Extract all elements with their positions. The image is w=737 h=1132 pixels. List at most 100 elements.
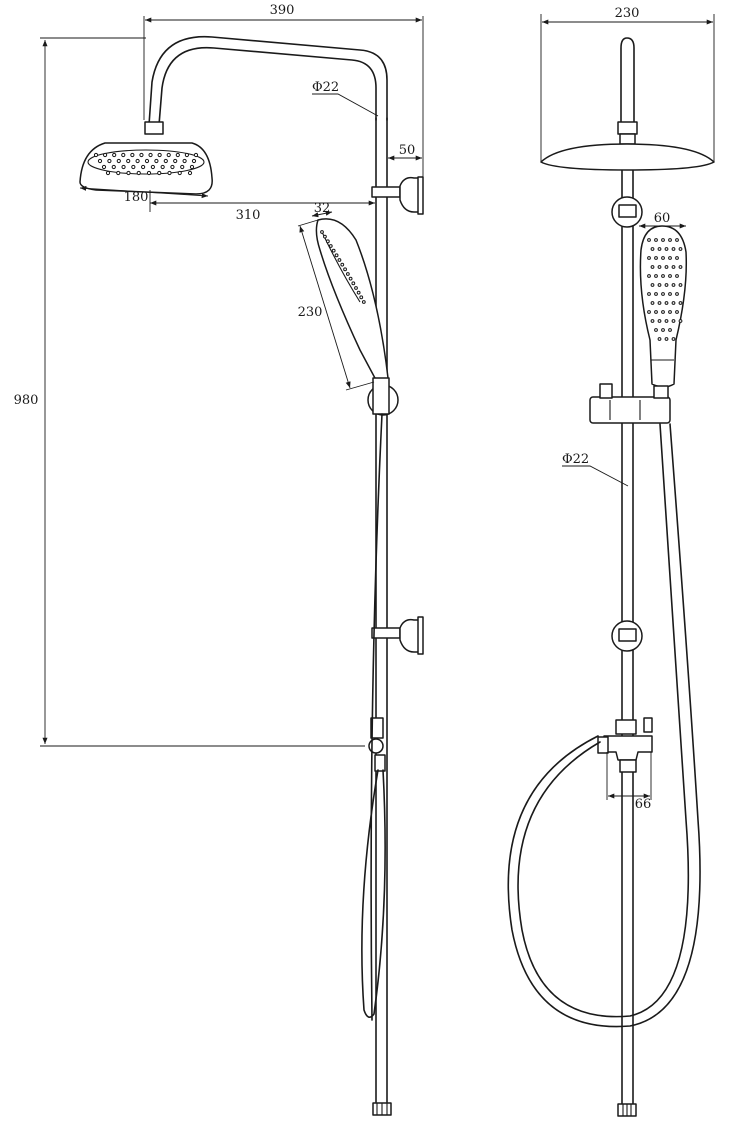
dim-total-height: 980	[14, 393, 39, 408]
nozzle-dot	[650, 265, 655, 269]
nozzle-dot	[664, 319, 669, 323]
nozzle-dot	[107, 158, 112, 164]
nozzle-dot	[97, 158, 103, 164]
nozzle-dot	[678, 301, 683, 305]
nozzle-dot	[177, 170, 182, 176]
nozzle-dot	[647, 310, 651, 314]
nozzle-dot	[661, 292, 665, 296]
nozzle-dot	[328, 244, 333, 248]
nozzle-dot	[112, 152, 117, 158]
nozzle-dot	[105, 170, 111, 176]
nozzle-dot	[650, 301, 655, 305]
nozzle-dot	[141, 164, 146, 170]
nozzle-dot	[340, 262, 345, 267]
side-upper-bracket	[371, 176, 424, 215]
nozzle-dot	[187, 170, 193, 176]
nozzle-dot	[102, 152, 108, 158]
nozzle-dot	[664, 283, 669, 287]
nozzle-dot	[154, 158, 159, 164]
nozzle-dot	[657, 319, 662, 323]
nozzle-dot	[116, 158, 121, 164]
nozzle-dot	[148, 152, 153, 158]
nozzle-dot	[157, 170, 162, 176]
nozzle-dot	[664, 301, 669, 305]
front-view: 230 60 Φ22 66	[507, 6, 715, 1117]
nozzle-dot	[668, 292, 672, 296]
nozzle-dot	[170, 164, 175, 170]
nozzle-dot	[654, 256, 658, 260]
nozzle-dot	[668, 274, 672, 278]
dim-hand-shower-length: 230	[298, 305, 323, 320]
nozzle-dot	[182, 158, 187, 164]
nozzle-dot	[121, 164, 126, 170]
nozzle-dot	[116, 170, 121, 176]
nozzle-dot	[166, 152, 171, 158]
nozzle-dot	[671, 247, 676, 251]
nozzle-dot	[135, 158, 140, 164]
nozzle-dot	[647, 292, 651, 296]
nozzle-dot	[664, 247, 669, 251]
dim-wall-offset: 50	[399, 143, 416, 158]
nozzle-dot	[661, 328, 665, 332]
nozzle-dot	[93, 152, 99, 158]
nozzle-dot	[121, 152, 126, 158]
dim-diverter-width: 66	[635, 797, 652, 812]
nozzle-dot	[144, 158, 150, 164]
nozzle-dot	[650, 319, 655, 323]
nozzle-dot	[675, 274, 679, 278]
side-rain-head	[79, 142, 213, 195]
side-view: 390 980 310 180 50 Φ22 230 32	[14, 3, 424, 1116]
nozzle-dot	[654, 292, 658, 296]
nozzle-dot	[664, 265, 669, 269]
nozzle-dot	[671, 337, 676, 341]
nozzle-dot	[180, 164, 185, 170]
nozzle-dot	[139, 152, 144, 158]
side-riser-pipe	[375, 117, 388, 1103]
front-slide-holder	[589, 383, 671, 424]
nozzle-dot	[668, 310, 672, 314]
nozzle-dot	[160, 164, 165, 170]
nozzle-dot	[678, 265, 683, 269]
nozzle-dot	[361, 300, 366, 304]
nozzle-dot	[163, 158, 168, 164]
nozzle-dot	[320, 230, 324, 234]
nozzle-dot	[671, 319, 676, 323]
side-shower-arm	[148, 35, 388, 126]
nozzle-dot	[671, 283, 676, 287]
nozzle-dot	[661, 310, 665, 314]
nozzle-dot	[668, 328, 672, 332]
front-hand-shower	[639, 225, 688, 388]
nozzle-dot	[668, 256, 672, 260]
nozzle-dot	[126, 158, 131, 164]
side-bottom-fitting	[372, 1102, 392, 1116]
nozzle-dot	[647, 274, 651, 278]
nozzle-dot	[650, 283, 655, 287]
front-top-arm	[617, 37, 638, 145]
nozzle-dot	[359, 295, 364, 300]
nozzle-dot	[654, 238, 658, 242]
nozzle-dot	[657, 283, 662, 287]
nozzle-dot	[334, 253, 339, 258]
nozzle-dot	[657, 301, 662, 305]
nozzle-dot	[193, 152, 199, 158]
nozzle-dot	[654, 328, 658, 332]
nozzle-dot	[657, 247, 662, 251]
nozzle-dot	[343, 267, 347, 272]
nozzle-dot	[130, 152, 135, 158]
nozzle-dot	[354, 286, 358, 290]
front-upper-bracket	[611, 196, 643, 228]
nozzle-dot	[175, 152, 180, 158]
nozzle-dot	[351, 281, 356, 286]
nozzle-dot	[675, 292, 679, 296]
nozzle-dot	[348, 276, 353, 281]
front-diverter	[597, 717, 653, 773]
nozzle-dot	[101, 164, 107, 170]
nozzle-dot	[661, 256, 665, 260]
nozzle-dot	[647, 256, 651, 260]
side-hand-shower	[315, 218, 389, 383]
nozzle-dot	[678, 283, 683, 287]
nozzle-dot	[173, 158, 178, 164]
side-middle-bracket	[371, 616, 424, 655]
nozzle-dot	[668, 238, 672, 242]
